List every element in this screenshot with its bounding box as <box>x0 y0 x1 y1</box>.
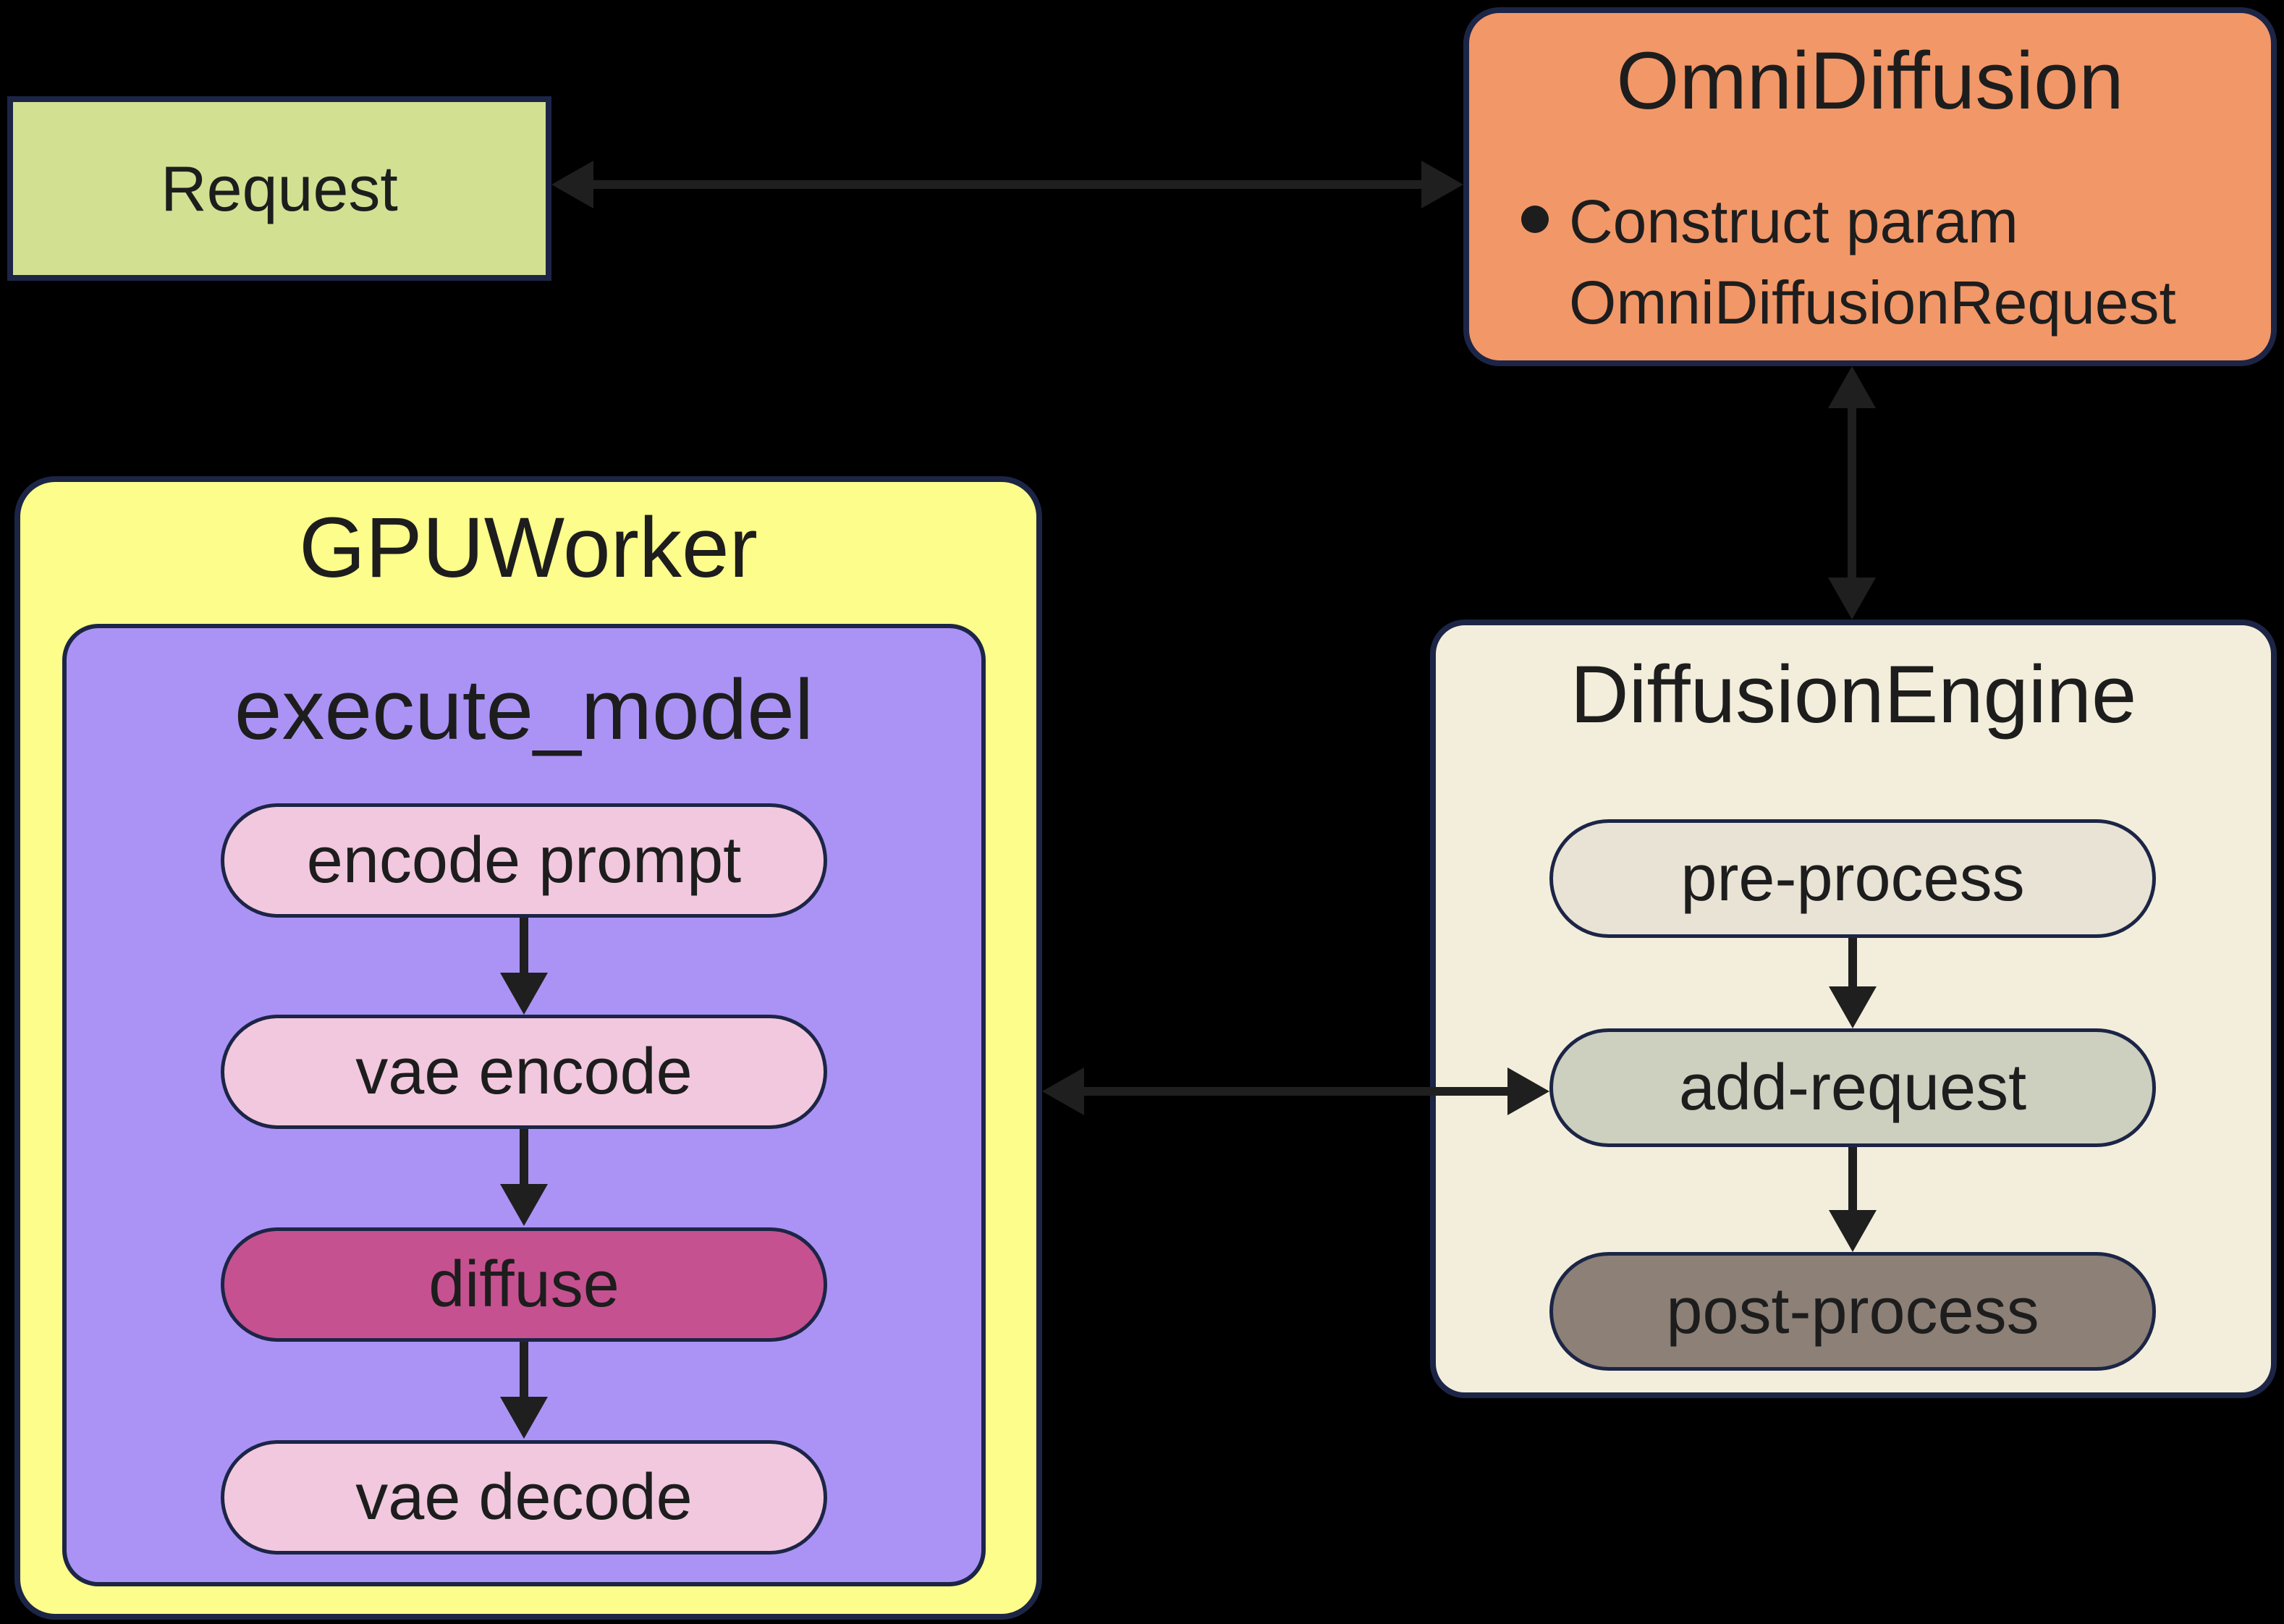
step-vae-decode: vae decode <box>221 1440 827 1555</box>
bullet-line-2: OmniDiffusionRequest <box>1569 268 2176 337</box>
step-pre-process: pre-process <box>1549 819 2156 938</box>
arrow-pre-process-to-add-request <box>1827 938 1878 1028</box>
node-execute-model: execute_model encode prompt vae encode d… <box>62 624 986 1586</box>
step-add-request-label: add-request <box>1678 1051 2027 1124</box>
node-omnidiffusion-title: OmniDiffusion <box>1616 35 2124 126</box>
bullet-line-1: Construct param <box>1569 187 2018 256</box>
node-request-label: Request <box>161 152 398 224</box>
arrow-diffuse-to-vae-decode <box>499 1342 549 1439</box>
step-vae-decode-label: vae decode <box>355 1460 693 1534</box>
node-request: Request <box>7 96 551 281</box>
step-encode-prompt-label: encode prompt <box>306 824 742 897</box>
step-encode-prompt: encode prompt <box>221 803 827 918</box>
node-gpuworker: GPUWorker execute_model encode prompt va… <box>14 476 1042 1620</box>
step-add-request: add-request <box>1549 1028 2156 1147</box>
omnidiffusion-bullet-item: Construct param OmniDiffusionRequest <box>1521 181 2242 343</box>
step-post-process-label: post-process <box>1666 1274 2039 1348</box>
step-vae-encode-label: vae encode <box>355 1035 693 1108</box>
node-execute-model-title: execute_model <box>234 662 814 758</box>
omnidiffusion-bullet-text: Construct param OmniDiffusionRequest <box>1569 181 2176 343</box>
arrow-request-omnidiffusion <box>551 152 1463 217</box>
arrow-vae-encode-to-diffuse <box>499 1129 549 1226</box>
node-gpuworker-title: GPUWorker <box>299 500 758 596</box>
arrow-add-request-to-post-process <box>1827 1147 1878 1252</box>
step-diffuse-label: diffuse <box>428 1248 619 1321</box>
arrow-omnidiffusion-diffusion-engine <box>1819 366 1885 619</box>
step-pre-process-label: pre-process <box>1680 842 2025 915</box>
node-diffusion-engine: DiffusionEngine pre-process add-request … <box>1430 619 2277 1398</box>
node-diffusion-engine-title: DiffusionEngine <box>1570 649 2137 740</box>
arrow-encode-prompt-to-vae-encode <box>499 918 549 1015</box>
step-diffuse: diffuse <box>221 1227 827 1342</box>
node-omnidiffusion: OmniDiffusion Construct param OmniDiffus… <box>1463 7 2277 366</box>
arrow-gpuworker-add-request <box>1042 1059 1549 1124</box>
step-vae-encode: vae encode <box>221 1015 827 1129</box>
step-post-process: post-process <box>1549 1252 2156 1371</box>
bullet-icon <box>1521 206 1549 234</box>
